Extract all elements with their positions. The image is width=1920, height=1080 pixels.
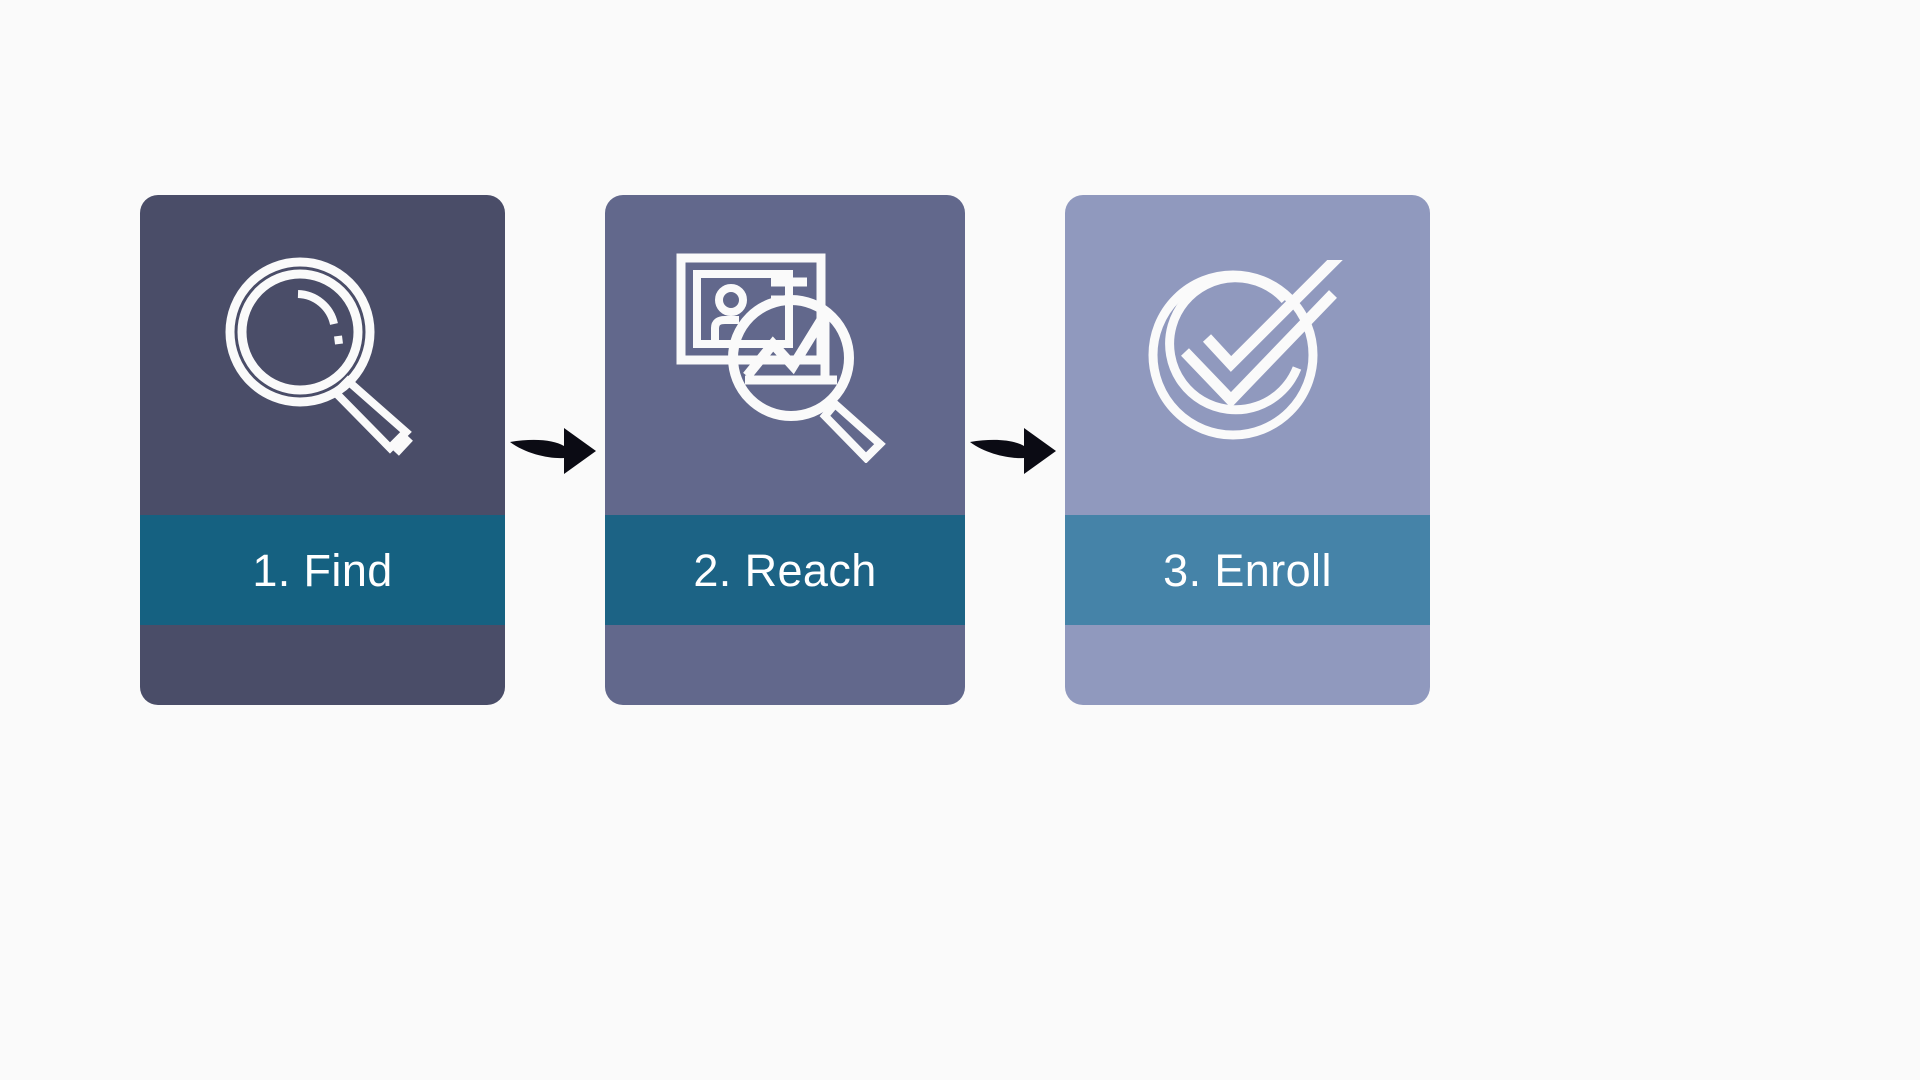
- step-icon-container-reach: [605, 195, 965, 515]
- step-icon-container-find: [140, 195, 505, 515]
- step-label-reach: 2. Reach: [693, 544, 877, 596]
- arrow-right-icon: [510, 428, 596, 474]
- step-label-enroll: 3. Enroll: [1163, 544, 1332, 596]
- step-card-enroll[interactable]: 3. Enroll: [1065, 195, 1430, 705]
- step-band-find: 1. Find: [140, 515, 505, 625]
- connector-arrow-1: [508, 418, 598, 478]
- profile-card-chart-magnifier-icon: [676, 253, 886, 463]
- step-label-find: 1. Find: [252, 544, 393, 596]
- step-card-find[interactable]: 1. Find: [140, 195, 505, 705]
- arrow-right-icon: [970, 428, 1056, 474]
- step-band-enroll: 3. Enroll: [1065, 515, 1430, 625]
- circle-check-icon: [1148, 260, 1343, 440]
- step-card-reach[interactable]: 2. Reach: [605, 195, 965, 705]
- step-icon-container-enroll: [1065, 195, 1430, 515]
- step-band-reach: 2. Reach: [605, 515, 965, 625]
- magnifier-icon: [225, 257, 413, 456]
- connector-arrow-2: [968, 418, 1058, 478]
